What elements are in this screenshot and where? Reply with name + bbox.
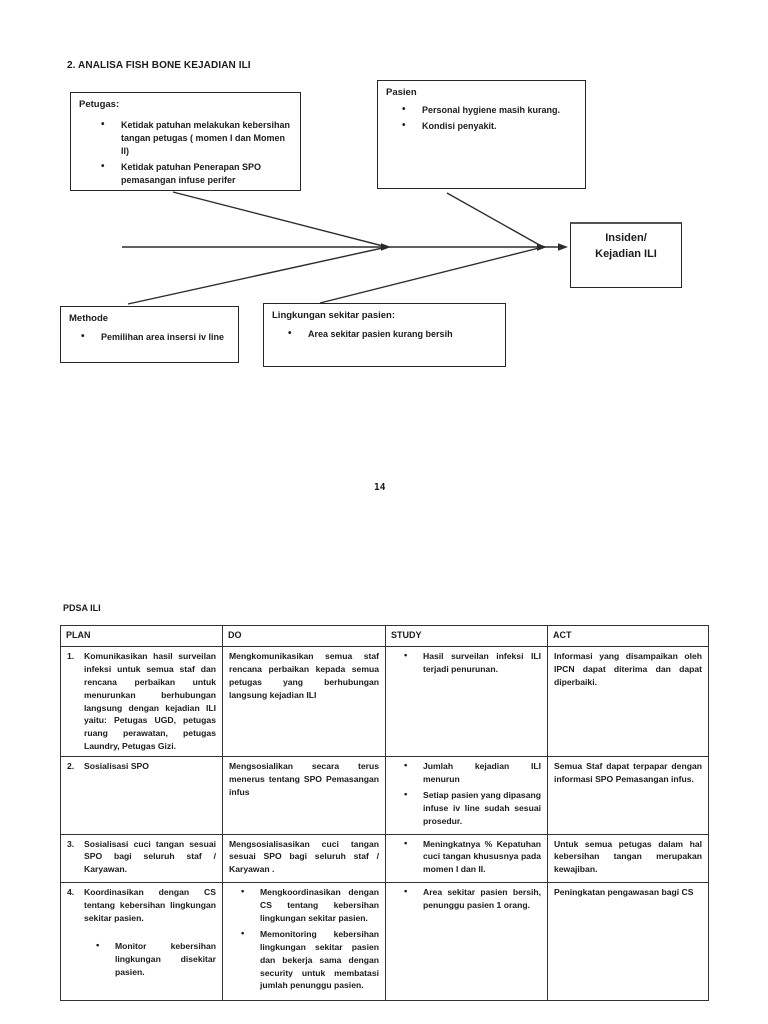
cell-act: Informasi yang disampaikan oleh IPCN dap… [547,645,709,758]
table-row: 1. Komunikasikan hasil surveilan infeksi … [60,645,709,758]
pdsa-table: PLAN DO STUDY ACT 1. Komunikasikan hasil … [60,625,709,1002]
bullet-item: Hasil surveilan infeksi ILI terjadi penu… [400,649,541,676]
cell-text: Komunikasikan hasil surveilan infeksi un… [84,651,216,752]
row-number: 4. [67,887,75,898]
cell-act: Untuk semua petugas dalam hal kebersihan… [547,833,709,884]
table-row: 3. Sosialisasi cuci tangan sesuai SPO bag… [60,833,709,884]
cell-study: Meningkatnya % Kepatuhan cuci tangan khu… [385,833,548,884]
cause-label: Petugas: [79,99,120,110]
cause-box-lingkungan: Lingkungan sekitar pasien: Area sekitar … [263,303,506,367]
cell-do: Mengsosialikan secara terus menerus tent… [222,756,386,835]
cause-list: Area sekitar pasien kurang bersih [272,327,497,342]
cell-text: Peningkatan pengawasan bagi CS [554,887,694,898]
column-header-do: DO [222,625,386,647]
cell-study: Hasil surveilan infeksi ILI terjadi penu… [385,645,548,758]
bullet-item: Pemilihan area insersi iv line [81,330,230,345]
cell-plan: 4. Koordinasikan dengan CS tentang kebers… [60,882,223,1002]
bullet-item: Setiap pasien yang dipasang infuse iv li… [400,788,541,828]
page-number: 14 [374,482,386,493]
cell-bullet-list: Area sekitar pasien bersih, penunggu pas… [392,885,541,912]
cell-text: Untuk semua petugas dalam hal kebersihan… [554,838,702,875]
cell-text: Koordinasikan dengan CS tentang kebersih… [84,887,216,924]
effect-line1: Insiden/ [605,232,647,244]
cause-label: Methode [69,313,109,324]
bullet-item: Jumlah kejadian ILI menurun [400,759,541,786]
cell-do: Mengsosialisasikan cuci tangan sesuai SP… [222,833,386,884]
bullet-item: Area sekitar pasien kurang bersih [288,327,497,342]
page-title: 2. ANALISA FISH BONE KEJADIAN ILI [67,60,251,71]
bullet-item: Meningkatnya % Kepatuhan cuci tangan khu… [400,837,541,877]
bullet-item: Ketidak patuhan melakukan kebersihan tan… [101,118,292,158]
cell-bullet-list: Jumlah kejadian ILI menurunSetiap pasien… [392,759,541,828]
cell-act: Semua Staf dapat terpapar dengan informa… [547,756,709,835]
cell-do: Mengkomunikasikan semua staf rencana per… [222,645,386,758]
bullet-item: Personal hygiene masih kurang. [402,103,577,118]
effect-line2: Kejadian ILI [595,247,657,260]
cell-bullet-list: Hasil surveilan infeksi ILI terjadi penu… [392,649,541,676]
cause-list: Personal hygiene masih kurang. Kondisi p… [386,103,577,134]
cause-label: Lingkungan sekitar pasien: [272,310,395,321]
bullet-item: Mengkoordinasikan dengan CS tentang kebe… [237,885,379,925]
cause-box-pasien: Pasien Personal hygiene masih kurang. Ko… [377,80,586,189]
cell-bullet-list: Monitor kebersihan lingkungan disekitar … [84,939,216,979]
bullet-item: Memonitoring kebersihan lingkungan sekit… [237,927,379,992]
row-number: 2. [67,761,75,772]
bullet-item: Area sekitar pasien bersih, penunggu pas… [400,885,541,912]
cell-text: Sosialisasi cuci tangan sesuai SPO bagi … [84,838,216,875]
table-header-row: PLAN DO STUDY ACT [60,625,709,647]
cell-plan: 2. Sosialisasi SPO [60,756,223,835]
bullet-item: Kondisi penyakit. [402,119,577,134]
cell-plan: 1. Komunikasikan hasil surveilan infeksi … [60,645,223,758]
table-row: 2. Sosialisasi SPO Mengsosialikan secara t… [60,756,709,835]
cause-list: Pemilihan area insersi iv line [69,330,230,345]
bullet-item: Monitor kebersihan lingkungan disekitar … [92,939,216,979]
cell-text: Semua Staf dapat terpapar dengan informa… [554,761,702,785]
cell-text: Mengsosialisasikan cuci tangan sesuai SP… [229,838,379,875]
effect-box-insiden: Insiden/ Kejadian ILI [570,222,682,288]
cell-text: Mengkomunikasikan semua staf rencana per… [229,651,379,700]
cell-text: Mengsosialikan secara terus menerus tent… [229,761,379,797]
column-header-study: STUDY [385,625,548,647]
cause-box-methode: Methode Pemilihan area insersi iv line [60,306,239,363]
column-header-plan: PLAN [60,625,223,647]
cell-act: Peningkatan pengawasan bagi CS [547,882,709,1002]
table-row: 4. Koordinasikan dengan CS tentang kebers… [60,882,709,1002]
pdsa-table-body: 1. Komunikasikan hasil surveilan infeksi … [60,645,709,1002]
cell-study: Area sekitar pasien bersih, penunggu pas… [385,882,548,1002]
row-number: 3. [67,838,75,849]
cell-bullet-list: Mengkoordinasikan dengan CS tentang kebe… [229,885,379,992]
cause-list: Ketidak patuhan melakukan kebersihan tan… [79,118,292,187]
cell-do: Mengkoordinasikan dengan CS tentang kebe… [222,882,386,1002]
cell-bullet-list: Meningkatnya % Kepatuhan cuci tangan khu… [392,837,541,877]
cell-plan: 3. Sosialisasi cuci tangan sesuai SPO bag… [60,833,223,884]
cause-label: Pasien [386,87,417,98]
bullet-item: Ketidak patuhan Penerapan SPO pemasangan… [101,160,292,187]
cell-study: Jumlah kejadian ILI menurunSetiap pasien… [385,756,548,835]
cause-box-petugas: Petugas: Ketidak patuhan melakukan keber… [70,92,301,191]
column-header-act: ACT [547,625,709,647]
row-number: 1. [67,651,75,661]
cell-text: Informasi yang disampaikan oleh IPCN dap… [554,651,702,687]
pdsa-title: PDSA ILI [63,603,101,613]
cell-text: Sosialisasi SPO [84,761,149,772]
